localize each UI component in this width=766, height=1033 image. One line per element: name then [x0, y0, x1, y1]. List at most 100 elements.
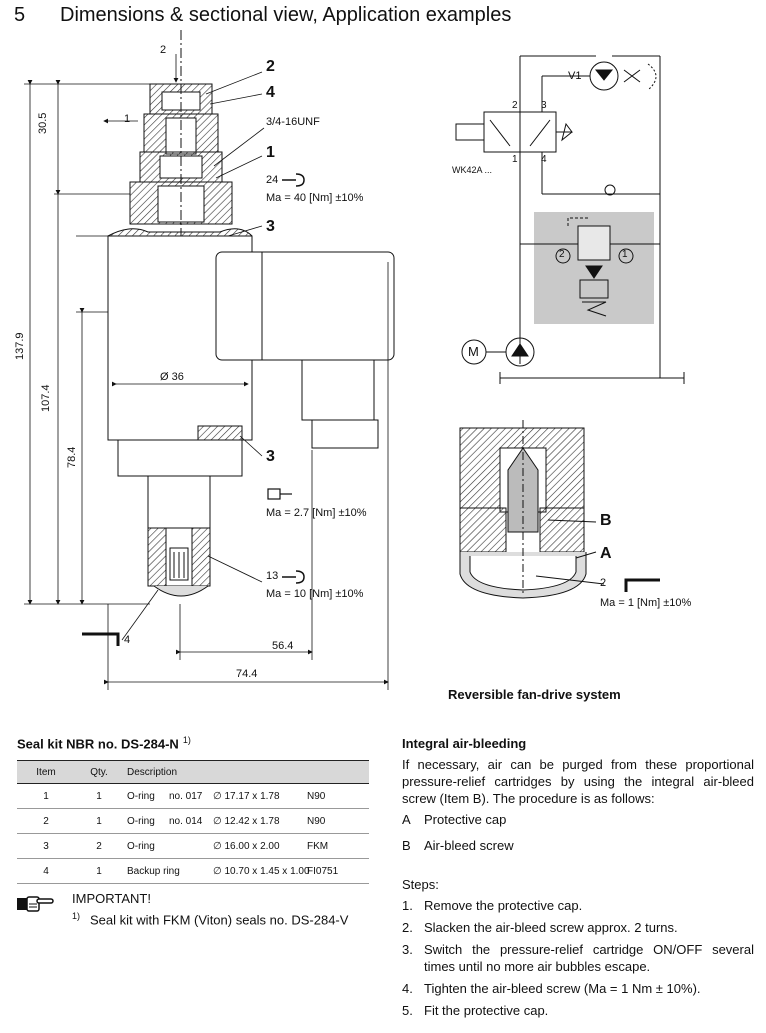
- section-number: 5: [14, 4, 26, 26]
- cell-qty: 1: [75, 808, 123, 834]
- option-text: Air-bleed screw: [424, 838, 514, 853]
- item-callout-2: 2: [266, 58, 275, 75]
- option-text: Protective cap: [424, 812, 507, 827]
- torque-top: Ma = 40 [Nm] ±10%: [266, 192, 364, 204]
- steps-title: Steps:: [402, 877, 439, 892]
- wrench-icon: [282, 173, 305, 584]
- port-4-label: 4: [541, 154, 547, 165]
- option-b: B Air-bleed screw: [402, 837, 754, 854]
- item-callout-3-bottom: 3: [266, 448, 275, 465]
- step-text: Remove the protective cap.: [424, 898, 583, 913]
- circled-port-2: 2: [559, 249, 565, 260]
- air-bleed-detail: [459, 420, 605, 599]
- dimension-78-4: 78.4: [66, 446, 78, 468]
- desc-size: ∅ 12.42 x 1.78: [213, 815, 280, 827]
- important-title: IMPORTANT!: [72, 891, 151, 906]
- relief-valve-symbol: [520, 217, 660, 317]
- thread-label: 3/4-16UNF: [266, 116, 320, 128]
- desc-type: Backup ring: [127, 865, 180, 877]
- list-item: 1. Remove the protective cap.: [402, 897, 754, 914]
- table-header-row: Item Qty. Description: [17, 760, 369, 784]
- pointing-hand-icon: [17, 896, 54, 912]
- header-qty: Qty.: [75, 760, 123, 784]
- seal-kit-title-text: Seal kit NBR no. DS-284-N: [17, 736, 179, 752]
- desc-material: FKM: [307, 840, 329, 852]
- option-key: B: [402, 838, 411, 853]
- step-number: 4.: [402, 981, 413, 996]
- footnote-mark: 1): [182, 735, 191, 745]
- cell-qty: 2: [75, 833, 123, 859]
- step-number: 5.: [402, 1003, 413, 1018]
- desc-type: O-ring: [127, 790, 155, 802]
- cell-item: 2: [17, 808, 75, 834]
- list-item: 4. Tighten the air-bleed screw (Ma = 1 Nm…: [402, 980, 754, 997]
- valve-label: V1: [568, 70, 582, 82]
- torque-mid: Ma = 2.7 [Nm] ±10%: [266, 507, 367, 519]
- hydraulic-schematic: [455, 55, 685, 384]
- hex-key-icon: [82, 578, 660, 646]
- cell-item: 3: [17, 833, 75, 859]
- port-label-top: 2: [160, 44, 167, 56]
- detail-label-a: A: [600, 545, 612, 562]
- item-callout-1: 1: [266, 144, 275, 161]
- important-note: 1)Seal kit with FKM (Viton) seals no. DS…: [72, 911, 348, 927]
- header-description: Description: [123, 760, 369, 784]
- cell-qty: 1: [75, 783, 123, 809]
- list-item: 5. Fit the protective cap.: [402, 1002, 754, 1019]
- step-text: Slacken the air-bleed screw approx. 2 tu…: [424, 920, 678, 935]
- desc-material: N90: [307, 815, 326, 827]
- wrench-size-bottom: 13: [266, 570, 279, 582]
- air-bleeding-section: If necessary, air can be purged from the…: [402, 756, 754, 1024]
- wrench-size-top: 24: [266, 174, 279, 186]
- desc-number: no. 017: [169, 790, 203, 802]
- port-3-label: 3: [541, 100, 547, 111]
- detail-item-2: 2: [600, 577, 607, 589]
- air-bleeding-paragraph: If necessary, air can be purged from the…: [402, 757, 754, 806]
- cell-description: O-ring ∅ 16.00 x 2.00 FKM: [123, 833, 369, 859]
- diameter-label: Ø 36: [160, 371, 184, 383]
- list-item: 2. Slacken the air-bleed screw approx. 2 …: [402, 919, 754, 936]
- steps-list: 1. Remove the protective cap. 2. Slacken th…: [402, 897, 754, 1019]
- cell-item: 4: [17, 858, 75, 884]
- figure-caption: Reversible fan-drive system: [448, 687, 621, 702]
- step-text: Tighten the air-bleed screw (Ma = 1 Nm ±…: [424, 981, 701, 996]
- cell-description: Backup ring ∅ 10.70 x 1.45 x 1.00FI0751: [123, 858, 369, 884]
- step-number: 2.: [402, 920, 413, 935]
- dimension-30-5: 30.5: [37, 112, 49, 134]
- valve-reference: WK42A ...: [452, 165, 493, 175]
- torque-bottom: Ma = 10 [Nm] ±10%: [266, 588, 364, 600]
- dimension-107-4: 107.4: [40, 384, 52, 412]
- step-number: 1.: [402, 898, 413, 913]
- desc-type: O-ring: [127, 840, 155, 852]
- desc-size: ∅ 16.00 x 2.00: [213, 840, 280, 852]
- step-number: 3.: [402, 942, 413, 957]
- list-item: 3.Switch the pressure-relief cartridge O…: [402, 941, 754, 975]
- circled-port-1: 1: [622, 249, 628, 260]
- header-item: Item: [17, 760, 75, 784]
- port-label-side: 1: [124, 113, 131, 125]
- cartridge-section: [107, 30, 395, 597]
- desc-material: N90: [307, 790, 326, 802]
- item-callout-4: 4: [266, 84, 275, 101]
- step-text: Fit the protective cap.: [424, 1003, 549, 1018]
- port-1-label: 1: [512, 154, 518, 165]
- desc-size: ∅ 10.70 x 1.45 x 1.00: [213, 865, 310, 877]
- dimension-56-4: 56.4: [272, 640, 294, 652]
- screwdriver-icon: [267, 488, 292, 500]
- motor-label: M: [468, 344, 479, 359]
- desc-number: no. 014: [169, 815, 203, 827]
- desc-material: FI0751: [307, 865, 339, 877]
- pump-motor-symbol: [461, 337, 535, 367]
- detail-label-b: B: [600, 512, 612, 529]
- detail-torque: Ma = 1 [Nm] ±10%: [600, 597, 692, 609]
